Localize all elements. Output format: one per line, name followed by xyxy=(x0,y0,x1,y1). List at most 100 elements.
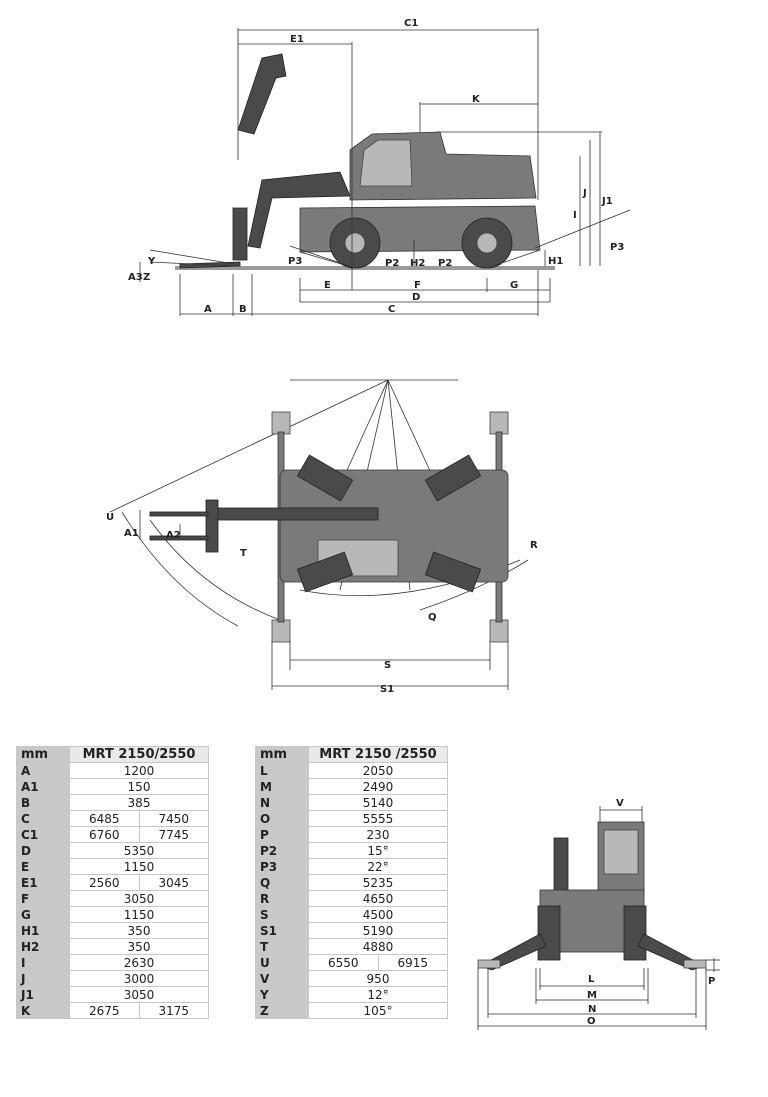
dim-label-p: P xyxy=(708,976,715,987)
table-unit-header: mm xyxy=(255,746,309,763)
row-value: 6485 xyxy=(69,810,140,827)
front-view-diagram: V L M N O P xyxy=(477,798,720,1030)
dim-label-e1: E1 xyxy=(290,34,304,45)
wheel-top-fl xyxy=(296,454,354,502)
row-value: 1150 xyxy=(69,858,209,875)
dim-label-a: A xyxy=(204,304,212,315)
row-value: 5350 xyxy=(69,842,209,859)
table-unit-header: mm xyxy=(16,746,70,763)
dim-label-c: C xyxy=(388,304,395,315)
table-model-header: MRT 2150/2550 xyxy=(69,746,209,763)
row-key: L xyxy=(255,762,309,779)
dim-label-z: Z xyxy=(143,272,150,283)
outrigger-pad-fl xyxy=(271,411,291,435)
front-wheel-hub xyxy=(344,232,366,254)
row-key: O xyxy=(255,810,309,827)
row-key: E xyxy=(16,858,70,875)
row-key: U xyxy=(255,954,309,971)
dim-label-i: I xyxy=(573,210,577,221)
fork-tine-top-2 xyxy=(149,535,209,541)
dim-label-s: S xyxy=(384,660,391,671)
row-value: 4880 xyxy=(308,938,448,955)
row-value: 1150 xyxy=(69,906,209,923)
row-key: G xyxy=(16,906,70,923)
row-key: F xyxy=(16,890,70,907)
dim-label-t: T xyxy=(240,548,247,559)
row-key: P xyxy=(255,826,309,843)
dim-label-a1: A1 xyxy=(124,528,139,539)
row-value: 230 xyxy=(308,826,448,843)
fork-tine-top-1 xyxy=(149,511,209,517)
row-key: A1 xyxy=(16,778,70,795)
row-key: S1 xyxy=(255,922,309,939)
top-view-diagram: U A1 A2 T R Q S S1 xyxy=(106,379,538,695)
row-key: V xyxy=(255,970,309,987)
row-key: P3 xyxy=(255,858,309,875)
dim-label-l: L xyxy=(588,974,595,985)
row-value: 385 xyxy=(69,794,209,811)
dim-label-p3-left: P3 xyxy=(288,256,302,267)
row-value: 7450 xyxy=(138,810,209,827)
row-value: 12° xyxy=(308,986,448,1003)
dim-label-g: G xyxy=(510,280,518,291)
dim-label-m: M xyxy=(587,990,597,1001)
wheel-top-fr xyxy=(424,454,482,502)
side-view-diagram: C1 E1 K I J J1 P3 P3 H1 H2 P2 P2 A3 Z Y … xyxy=(128,18,631,316)
dim-label-b: B xyxy=(239,304,247,315)
row-key: Z xyxy=(255,1002,309,1019)
row-value: 5235 xyxy=(308,874,448,891)
row-value: 5190 xyxy=(308,922,448,939)
dim-label-q: Q xyxy=(428,612,437,623)
row-key: K xyxy=(16,1002,70,1019)
row-value: 2490 xyxy=(308,778,448,795)
side-dimension-lines xyxy=(139,28,631,316)
row-key: D xyxy=(16,842,70,859)
stabilizer-pad-left xyxy=(477,959,501,969)
tire-front-left xyxy=(537,905,561,961)
row-value: 3045 xyxy=(138,874,209,891)
row-value: 105° xyxy=(308,1002,448,1019)
row-key: I xyxy=(16,954,70,971)
row-value: 5140 xyxy=(308,794,448,811)
row-value: 2050 xyxy=(308,762,448,779)
dim-label-v: V xyxy=(616,798,624,809)
outrigger-pad-rl xyxy=(271,619,291,643)
wheel-top-rl xyxy=(296,551,354,593)
row-value: 350 xyxy=(69,922,209,939)
dim-label-y: Y xyxy=(147,256,156,267)
row-key: A xyxy=(16,762,70,779)
row-key: P2 xyxy=(255,842,309,859)
row-key: Q xyxy=(255,874,309,891)
dim-label-f: F xyxy=(414,280,421,291)
dim-label-r: R xyxy=(530,540,538,551)
row-value: 6915 xyxy=(377,954,448,971)
row-value: 3050 xyxy=(69,890,209,907)
row-value: 3000 xyxy=(69,970,209,987)
table-model-header: MRT 2150 /2550 xyxy=(308,746,448,763)
outrigger-pad-fr xyxy=(489,411,509,435)
row-value: 4650 xyxy=(308,890,448,907)
row-value: 2560 xyxy=(69,874,140,891)
row-key: J xyxy=(16,970,70,987)
row-value: 2675 xyxy=(69,1002,140,1019)
dim-label-c1: C1 xyxy=(404,18,418,29)
